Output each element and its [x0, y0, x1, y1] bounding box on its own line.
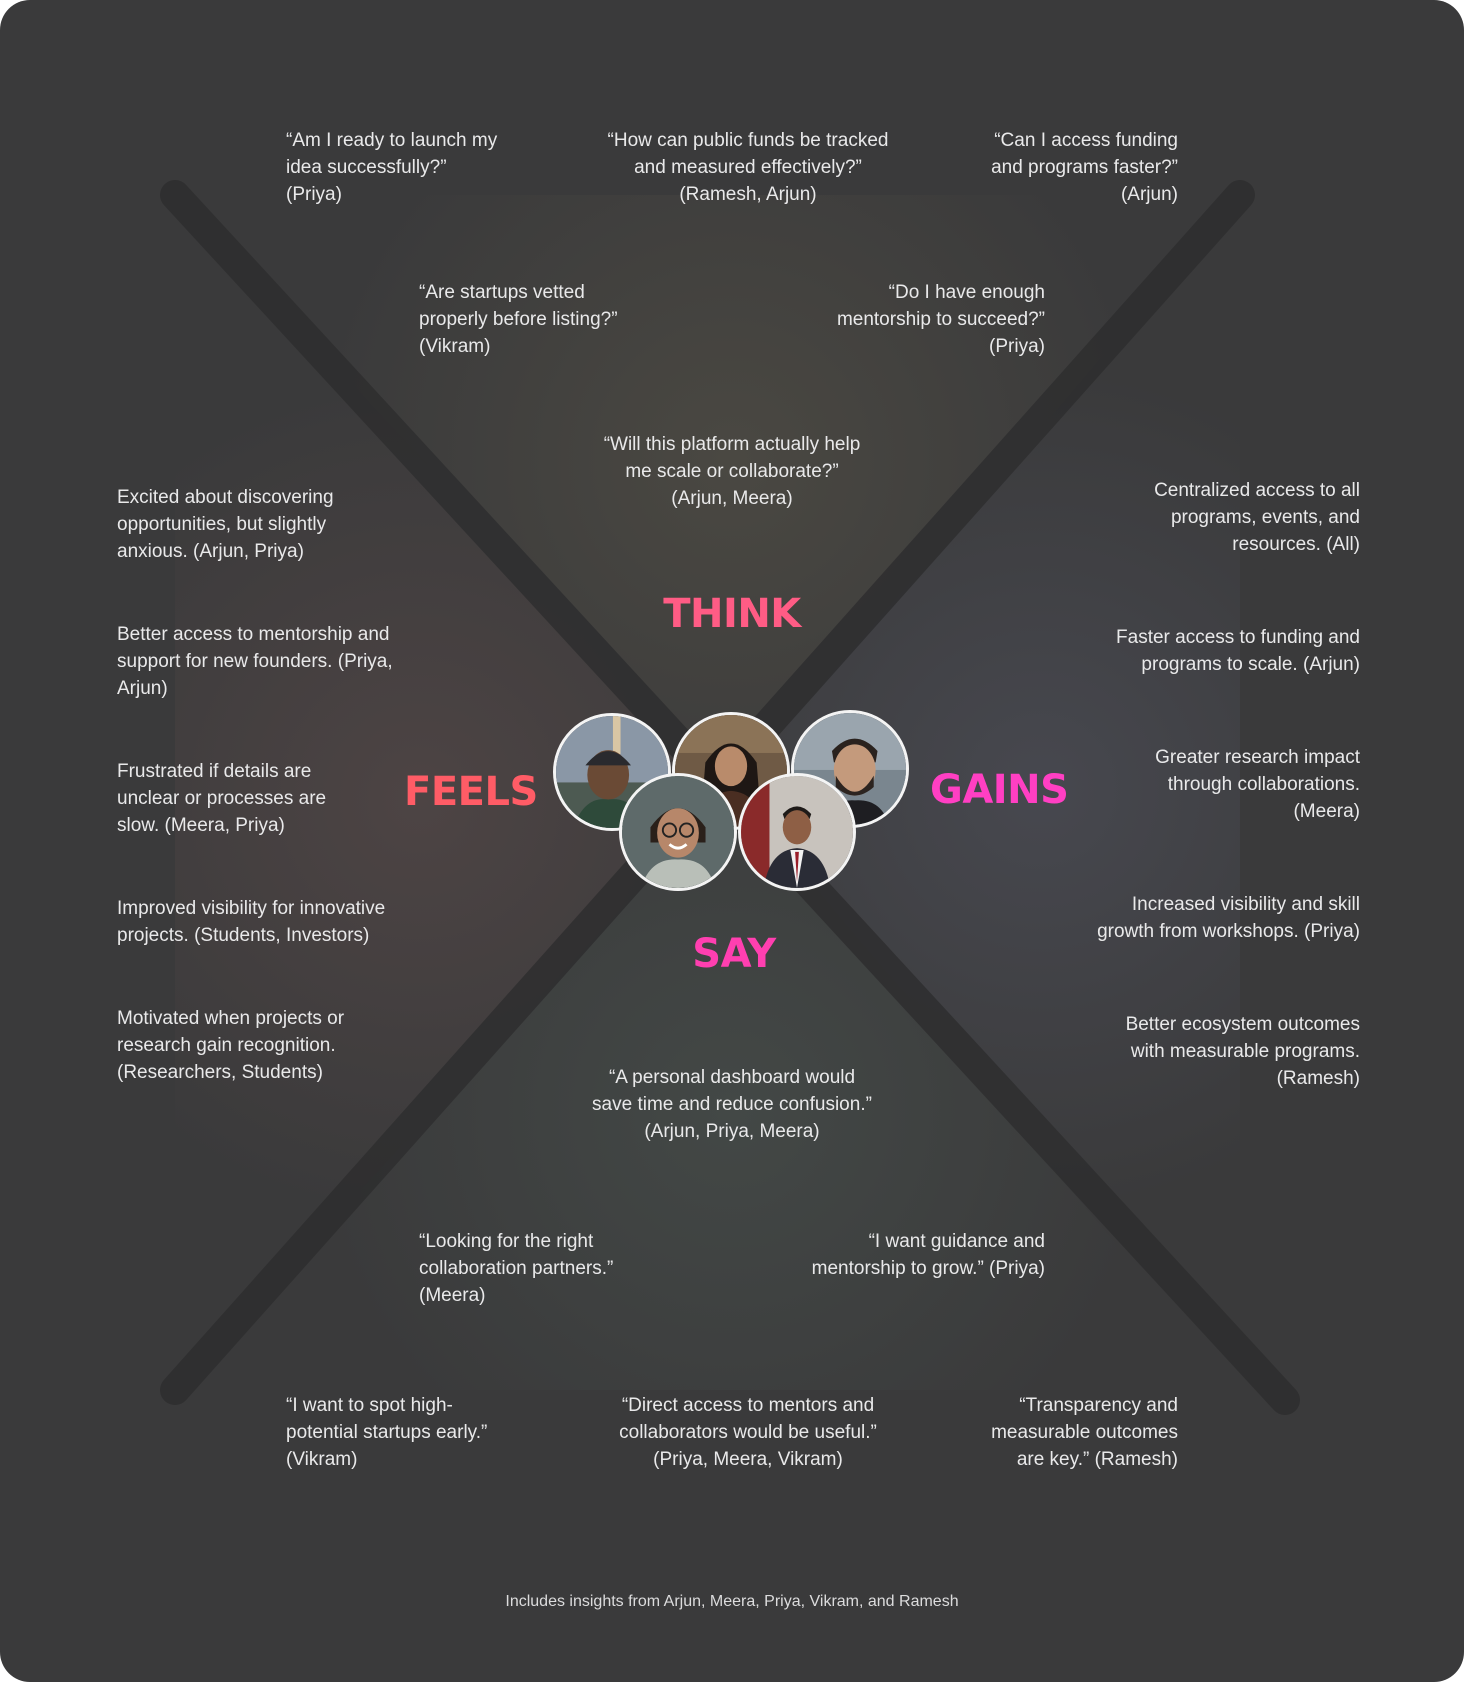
footer-note: Includes insights from Arjun, Meera, Pri…	[505, 1593, 959, 1610]
gains-item-3: Greater research impact through collabor…	[1155, 747, 1360, 822]
say-quote-4: “I want to spot high- potential startups…	[286, 1395, 488, 1470]
think-quote-3: “Can I access funding and programs faste…	[991, 130, 1178, 205]
say-heading: SAY	[692, 931, 776, 977]
think-quote-1: “Am I ready to launch my idea successful…	[286, 130, 498, 205]
feels-item-5: Motivated when projects or research gain…	[117, 1008, 345, 1083]
say-quote-1: “A personal dashboard would save time an…	[592, 1067, 872, 1142]
gains-item-2: Faster access to funding and programs to…	[1116, 627, 1360, 675]
avatar-woman-glasses	[619, 773, 737, 891]
think-heading: THINK	[663, 591, 801, 637]
think-quote-5: “Do I have enough mentorship to succeed?…	[836, 282, 1045, 357]
say-quote-6: “Transparency and measurable outcomes ar…	[991, 1395, 1178, 1470]
gains-item-1: Centralized access to all programs, even…	[1154, 480, 1360, 555]
gains-item-4: Increased visibility and skill growth fr…	[1097, 894, 1360, 942]
think-quote-2: “How can public funds be tracked and mea…	[607, 130, 889, 205]
feels-heading: FEELS	[404, 769, 538, 815]
feels-item-4: Improved visibility for innovative proje…	[117, 898, 386, 946]
feels-item-3: Frustrated if details are unclear or pro…	[117, 761, 327, 836]
avatar-man-suit	[738, 773, 856, 891]
feels-item-2: Better access to mentorship and support …	[117, 624, 393, 699]
say-quote-3: “I want guidance and mentorship to grow.…	[811, 1231, 1045, 1279]
gains-item-5: Better ecosystem outcomes with measurabl…	[1125, 1014, 1360, 1089]
feels-item-1: Excited about discovering opportunities,…	[117, 487, 334, 562]
gains-heading: GAINS	[930, 767, 1069, 813]
think-quote-4: “Are startups vetted properly before lis…	[419, 282, 618, 357]
say-quote-5: “Direct access to mentors and collaborat…	[619, 1395, 877, 1470]
think-quote-6: “Will this platform actually help me sca…	[603, 434, 861, 509]
say-quote-2: “Looking for the right collaboration par…	[419, 1231, 614, 1306]
